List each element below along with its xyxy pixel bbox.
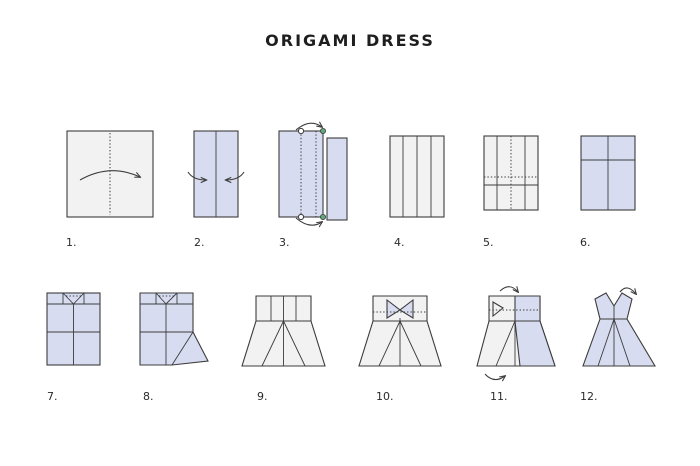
step-label-2: 2. — [194, 236, 205, 249]
step-label-11: 11. — [490, 390, 508, 403]
step-6-diagram — [580, 135, 636, 211]
step-10-diagram — [358, 295, 442, 367]
step-label-5: 5. — [483, 236, 494, 249]
step-1-diagram — [66, 130, 154, 218]
step-label-9: 9. — [257, 390, 268, 403]
page-title: ORIGAMI DRESS — [265, 31, 435, 50]
step-label-6: 6. — [580, 236, 591, 249]
step-3-diagram — [278, 123, 348, 225]
step-label-10: 10. — [376, 390, 394, 403]
step-label-12: 12. — [580, 390, 598, 403]
step-label-8: 8. — [143, 390, 154, 403]
step-8-diagram — [139, 292, 209, 366]
step-12-diagram — [582, 287, 656, 367]
step-label-7: 7. — [47, 390, 58, 403]
step-label-1: 1. — [66, 236, 77, 249]
step-label-4: 4. — [394, 236, 405, 249]
step-11-diagram — [476, 287, 556, 380]
step-5-diagram — [483, 135, 539, 211]
step-4-diagram — [389, 135, 445, 218]
step-2-diagram — [187, 130, 245, 218]
step-9-diagram — [241, 295, 326, 367]
step-label-3: 3. — [279, 236, 290, 249]
step-7-diagram — [46, 292, 101, 366]
